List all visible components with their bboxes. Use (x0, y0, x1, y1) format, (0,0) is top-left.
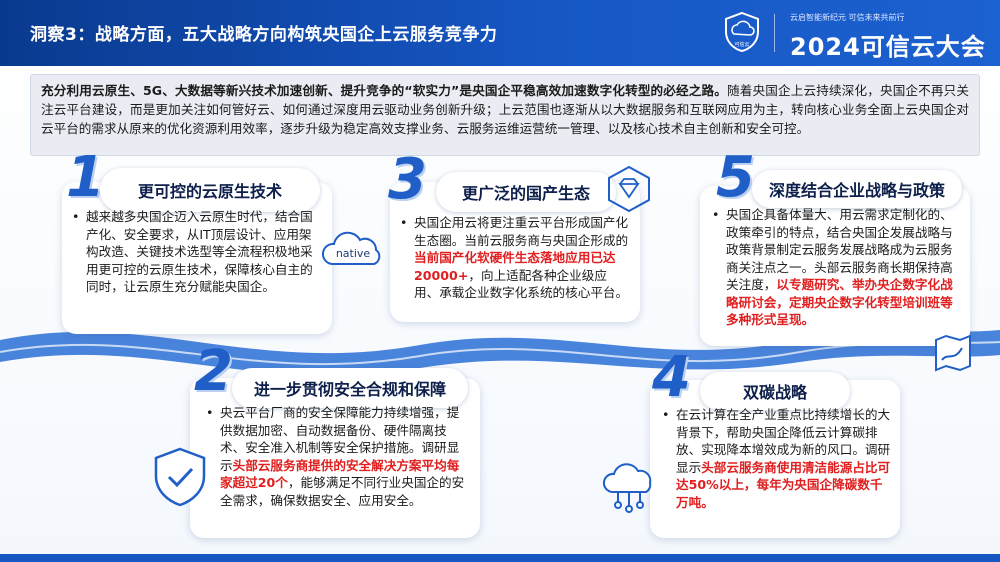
native-label: native (336, 247, 371, 260)
card-5-number: 5 (716, 145, 755, 210)
cloud-network-icon (603, 463, 652, 513)
card-2-number: 2 (194, 339, 233, 404)
card-2-text-b: ，能够满足不同行业央国企的安全需求，确保数据安全、应用安全。 (220, 475, 465, 508)
logo-label: 可信云 (734, 41, 749, 48)
card-1-text: 越来越多央国企迈入云原生时代，结合国产化、安全要求，从IT顶层设计、应用架构改造… (86, 209, 313, 294)
card-3-number: 3 (388, 147, 427, 212)
card-4-text-a: 在云计算在全产业重点比持续增长的大背景下，帮助央国企降低云计算碳排放、实现降本增… (676, 407, 891, 475)
card-2-text-a: 央云平台厂商的安全保障能力持续增强，提供数据加密、自动数据备份、硬件隔离技术、安… (220, 405, 460, 473)
card-3-text-a: 央国企用云将更注重云平台形成国产化生态圈。当前云服务商与央国企形成的 (414, 215, 629, 248)
card-4-body: • 在云计算在全产业重点比持续增长的大背景下，帮助央国企降低云计算碳排放、实现降… (662, 406, 894, 511)
intro-text: 随着央国企上云持续深化，央国企不再只关注云平台建设，而是更加关注如何管好云、如何… (41, 83, 970, 136)
bullet-icon: • (662, 407, 670, 422)
card-4-title: 双碳战略 (700, 372, 850, 410)
card-strategy-policy (700, 186, 970, 346)
native-cloud-icon: native (322, 231, 381, 265)
shield-check-icon (154, 447, 206, 507)
card-1-number: 1 (66, 145, 105, 210)
card-1-title: 更可控的云原生技术 (100, 168, 320, 212)
card-5-highlight: 以专题研究、举办央企数字化战略研讨会，定期央企数字化转型培训班等多种形式呈现。 (726, 277, 953, 327)
diamond-icon (608, 165, 650, 213)
card-4-highlight: 头部云服务商使用清洁能源占比可达50%以上，每年为央国企降碳数千万吨。 (676, 459, 891, 510)
bullet-icon: • (206, 405, 214, 420)
header-bar: 洞察3：战略方面，五大战略方向构筑央国企上云服务竞争力 可信云 云启智能新纪元 … (0, 0, 1000, 66)
card-3-head-wrap: 更广泛的国产生态 (436, 172, 616, 212)
page-title: 洞察3：战略方面，五大战略方向构筑央国企上云服务竞争力 (30, 25, 498, 45)
card-5-body: • 央国企具备体量大、用云需求定制化的、政策牵引的特点，结合央国企发展战略与政策… (712, 206, 964, 329)
card-2-title: 进一步贯彻安全合规和保障 (232, 368, 468, 408)
card-5-head-wrap: 深度结合企业战略与政策 (752, 170, 962, 208)
intro-bold-text: 充分利用云原生、5G、大数据等新兴技术加速创新、提升竞争的“软实力”是央国企平稳… (41, 83, 728, 98)
card-4-head-wrap: 双碳战略 (700, 372, 850, 410)
bullet-icon: • (712, 207, 720, 222)
card-5-text-a: 央国企具备体量大、用云需求定制化的、政策牵引的特点，结合央国企发展战略与政策背景… (726, 207, 953, 292)
brand-name: 2024可信云大会 (790, 33, 986, 61)
card-3-body: • 央国企用云将更注重云平台形成国产化生态圈。当前云服务商与央国企形成的当前国产… (400, 214, 632, 302)
map-route-icon (935, 334, 971, 372)
intro-box: 充分利用云原生、5G、大数据等新兴技术加速创新、提升竞争的“软实力”是央国企平稳… (30, 74, 980, 156)
card-2-head-wrap: 进一步贯彻安全合规和保障 (232, 368, 468, 408)
card-2-body: • 央云平台厂商的安全保障能力持续增强，提供数据加密、自动数据备份、硬件隔离技术… (206, 404, 468, 509)
cloud-shield-logo: 可信云 (725, 11, 759, 53)
bullet-icon: • (400, 215, 408, 230)
card-2-highlight: 头部云服务商提供的安全解决方案平均每家超过20个 (220, 457, 460, 491)
card-3-highlight: 当前国产化软硬件生态落地应用已达20000+ (414, 250, 616, 283)
bullet-icon: • (72, 209, 80, 224)
card-5-title: 深度结合企业战略与政策 (752, 170, 962, 208)
card-4-number: 4 (652, 345, 691, 410)
card-1-head-wrap: 更可控的云原生技术 (100, 168, 320, 212)
card-3-text-b: ，向上适配各种企业级应用、承载企业数字化系统的核心平台。 (414, 267, 629, 301)
brand-slogan: 云启智能新纪元 可信未来共前行 (790, 13, 905, 22)
card-1-body: • 越来越多央国企迈入云原生时代，结合国产化、安全要求，从IT顶层设计、应用架构… (72, 208, 314, 296)
footer-bar (0, 554, 1000, 562)
card-3-title: 更广泛的国产生态 (436, 172, 616, 212)
brand-divider (774, 14, 775, 52)
